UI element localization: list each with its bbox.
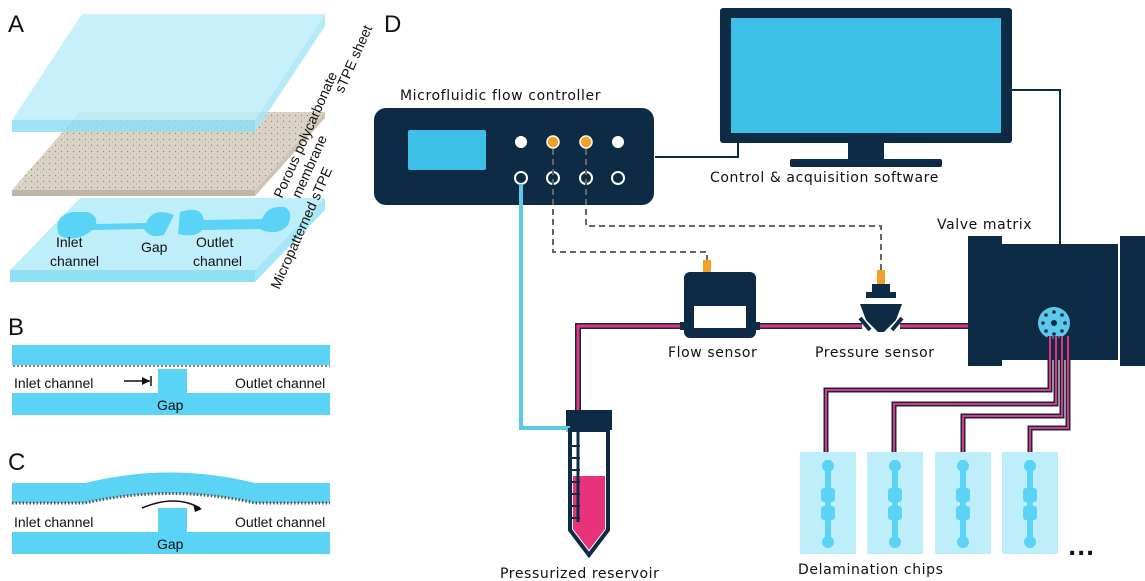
stpe-sheet-layer	[12, 14, 325, 132]
fluid-tube-outline-1	[575, 323, 684, 410]
fluid-tube-1	[576, 324, 684, 410]
inlet-channel-label-c: Inlet channel	[14, 514, 93, 530]
pressure-sensor-device	[858, 270, 904, 332]
membrane-line-c	[12, 492, 330, 505]
reservoir-label: Pressurized reservoir	[500, 566, 659, 581]
monitor-icon	[720, 8, 1012, 167]
delamination-chip-1	[800, 452, 856, 554]
outlet-channel-label-b: Outlet channel	[235, 375, 325, 391]
delamination-chip-2	[867, 452, 923, 554]
inlet-label-line1: Inlet	[56, 234, 83, 250]
outlet-label-line1: Outlet	[196, 234, 233, 250]
inlet-channel-shape	[57, 212, 174, 239]
blocked-arrow-b	[124, 376, 152, 386]
chip-tubes	[823, 336, 1071, 455]
pressure-sensor-signal-line	[585, 149, 882, 272]
gap-block-b	[158, 369, 187, 393]
outlet-label-line2: channel	[193, 253, 242, 269]
more-chips-ellipsis: ...	[1068, 536, 1095, 561]
flow-sensor-label: Flow sensor	[668, 345, 757, 361]
chips-label: Delamination chips	[798, 562, 944, 578]
valve-matrix-label: Valve matrix	[937, 217, 1032, 233]
bottom-layer-b	[12, 393, 330, 415]
pressurized-reservoir	[566, 410, 612, 559]
inlet-label-line2: channel	[50, 253, 99, 269]
controller-display	[408, 130, 486, 170]
valve-matrix-device	[968, 236, 1145, 366]
inlet-channel-label-b: Inlet channel	[14, 375, 93, 391]
delamination-chip-4	[1002, 452, 1058, 554]
bottom-layer-c	[12, 532, 330, 554]
flow-controller-device	[374, 108, 654, 205]
controller-label: Microfluidic flow controller	[400, 88, 601, 104]
flow-sensor-device	[680, 260, 760, 338]
membrane-line-b	[12, 365, 330, 369]
top-layer-b	[12, 345, 330, 365]
panel-d: D Control & acquisition software Microfl…	[374, 8, 1145, 581]
panel-b: B Inlet channel Outlet channel Gap	[8, 314, 330, 415]
outlet-channel-label-c: Outlet channel	[235, 514, 325, 530]
top-layer-c	[12, 472, 330, 503]
panel-d-letter: D	[384, 11, 401, 38]
gap-label-c: Gap	[157, 536, 184, 552]
flow-sensor-signal-line	[552, 149, 708, 262]
micropatterned-stpe-layer: Inlet channel Gap Outlet channel	[10, 198, 325, 282]
panel-c: C Inlet channel Outlet channel Gap	[8, 449, 330, 554]
monitor-to-valve-cable	[1012, 89, 1061, 245]
gap-label: Gap	[141, 239, 168, 255]
flow-arrow-c	[141, 500, 202, 512]
gap-block-c	[158, 508, 187, 532]
software-label: Control & acquisition software	[710, 170, 939, 186]
delamination-chip-3	[935, 452, 991, 554]
panel-a: A Inlet channel Gap Outlet channel	[8, 11, 375, 291]
pressure-sensor-label: Pressure sensor	[815, 345, 935, 361]
panel-c-letter: C	[8, 449, 25, 476]
outlet-channel-shape	[178, 206, 291, 236]
panel-b-letter: B	[8, 314, 24, 341]
gap-label-b: Gap	[157, 397, 184, 413]
stpe-sheet-label: sTPE sheet	[331, 23, 375, 96]
pressure-supply-tube	[519, 184, 566, 430]
panel-a-letter: A	[8, 11, 24, 38]
